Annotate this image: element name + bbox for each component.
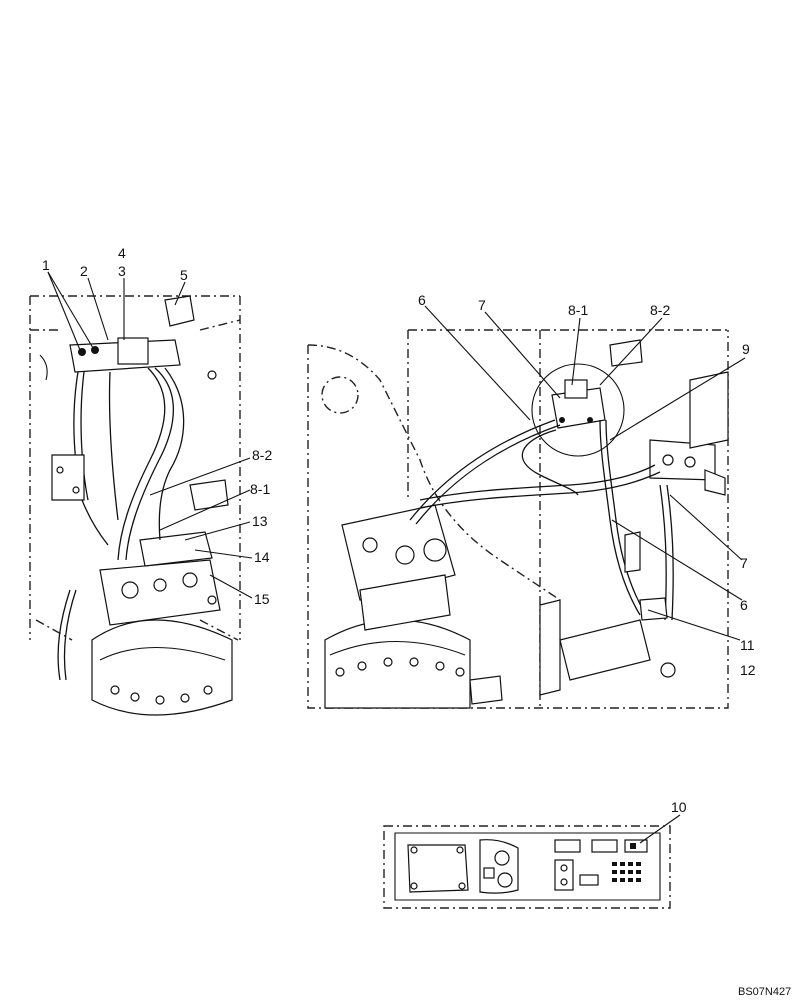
right-view	[307, 329, 729, 709]
callout-13: 13	[252, 513, 268, 529]
left-view	[29, 295, 241, 716]
callout-6-bottom: 6	[740, 597, 748, 613]
callout-8-1-right: 8-1	[568, 302, 588, 318]
hoses-left	[57, 367, 185, 681]
keypad	[612, 862, 641, 882]
callout-10: 10	[671, 799, 687, 815]
valve-bracket-left	[69, 295, 195, 373]
swing-motor-left	[91, 531, 233, 716]
callout-11: 11	[740, 637, 755, 653]
left-leaders	[47, 271, 253, 599]
swing-motor-right	[324, 504, 471, 709]
callout-7-top: 7	[478, 297, 486, 313]
callout-4: 4	[118, 245, 126, 261]
drawing-code: BS07N427	[738, 986, 791, 998]
valve-detail	[551, 379, 606, 429]
callout-8-2-right: 8-2	[650, 302, 670, 318]
callout-6-top: 6	[418, 292, 426, 308]
callout-1: 1	[42, 257, 50, 273]
panel-view: 10	[383, 799, 687, 909]
left-callout-labels: 1 2 4 3 5 8-2 8-1 13 14 15	[42, 245, 272, 607]
callout-9: 9	[742, 341, 750, 357]
hoses-right	[409, 419, 674, 621]
callout-5: 5	[180, 267, 188, 283]
callout-2: 2	[80, 263, 88, 279]
right-callout-labels: 6 7 8-1 8-2 9 7 6 11 12	[418, 292, 756, 678]
callout-8-2: 8-2	[252, 447, 272, 463]
callout-3: 3	[118, 263, 126, 279]
callout-8-1: 8-1	[250, 481, 270, 497]
callout-12: 12	[740, 662, 756, 678]
callout-7-bottom: 7	[740, 555, 748, 571]
callout-15: 15	[254, 591, 270, 607]
right-leaders	[424, 305, 746, 641]
callout-14: 14	[254, 549, 270, 565]
detail-circle	[531, 363, 625, 457]
